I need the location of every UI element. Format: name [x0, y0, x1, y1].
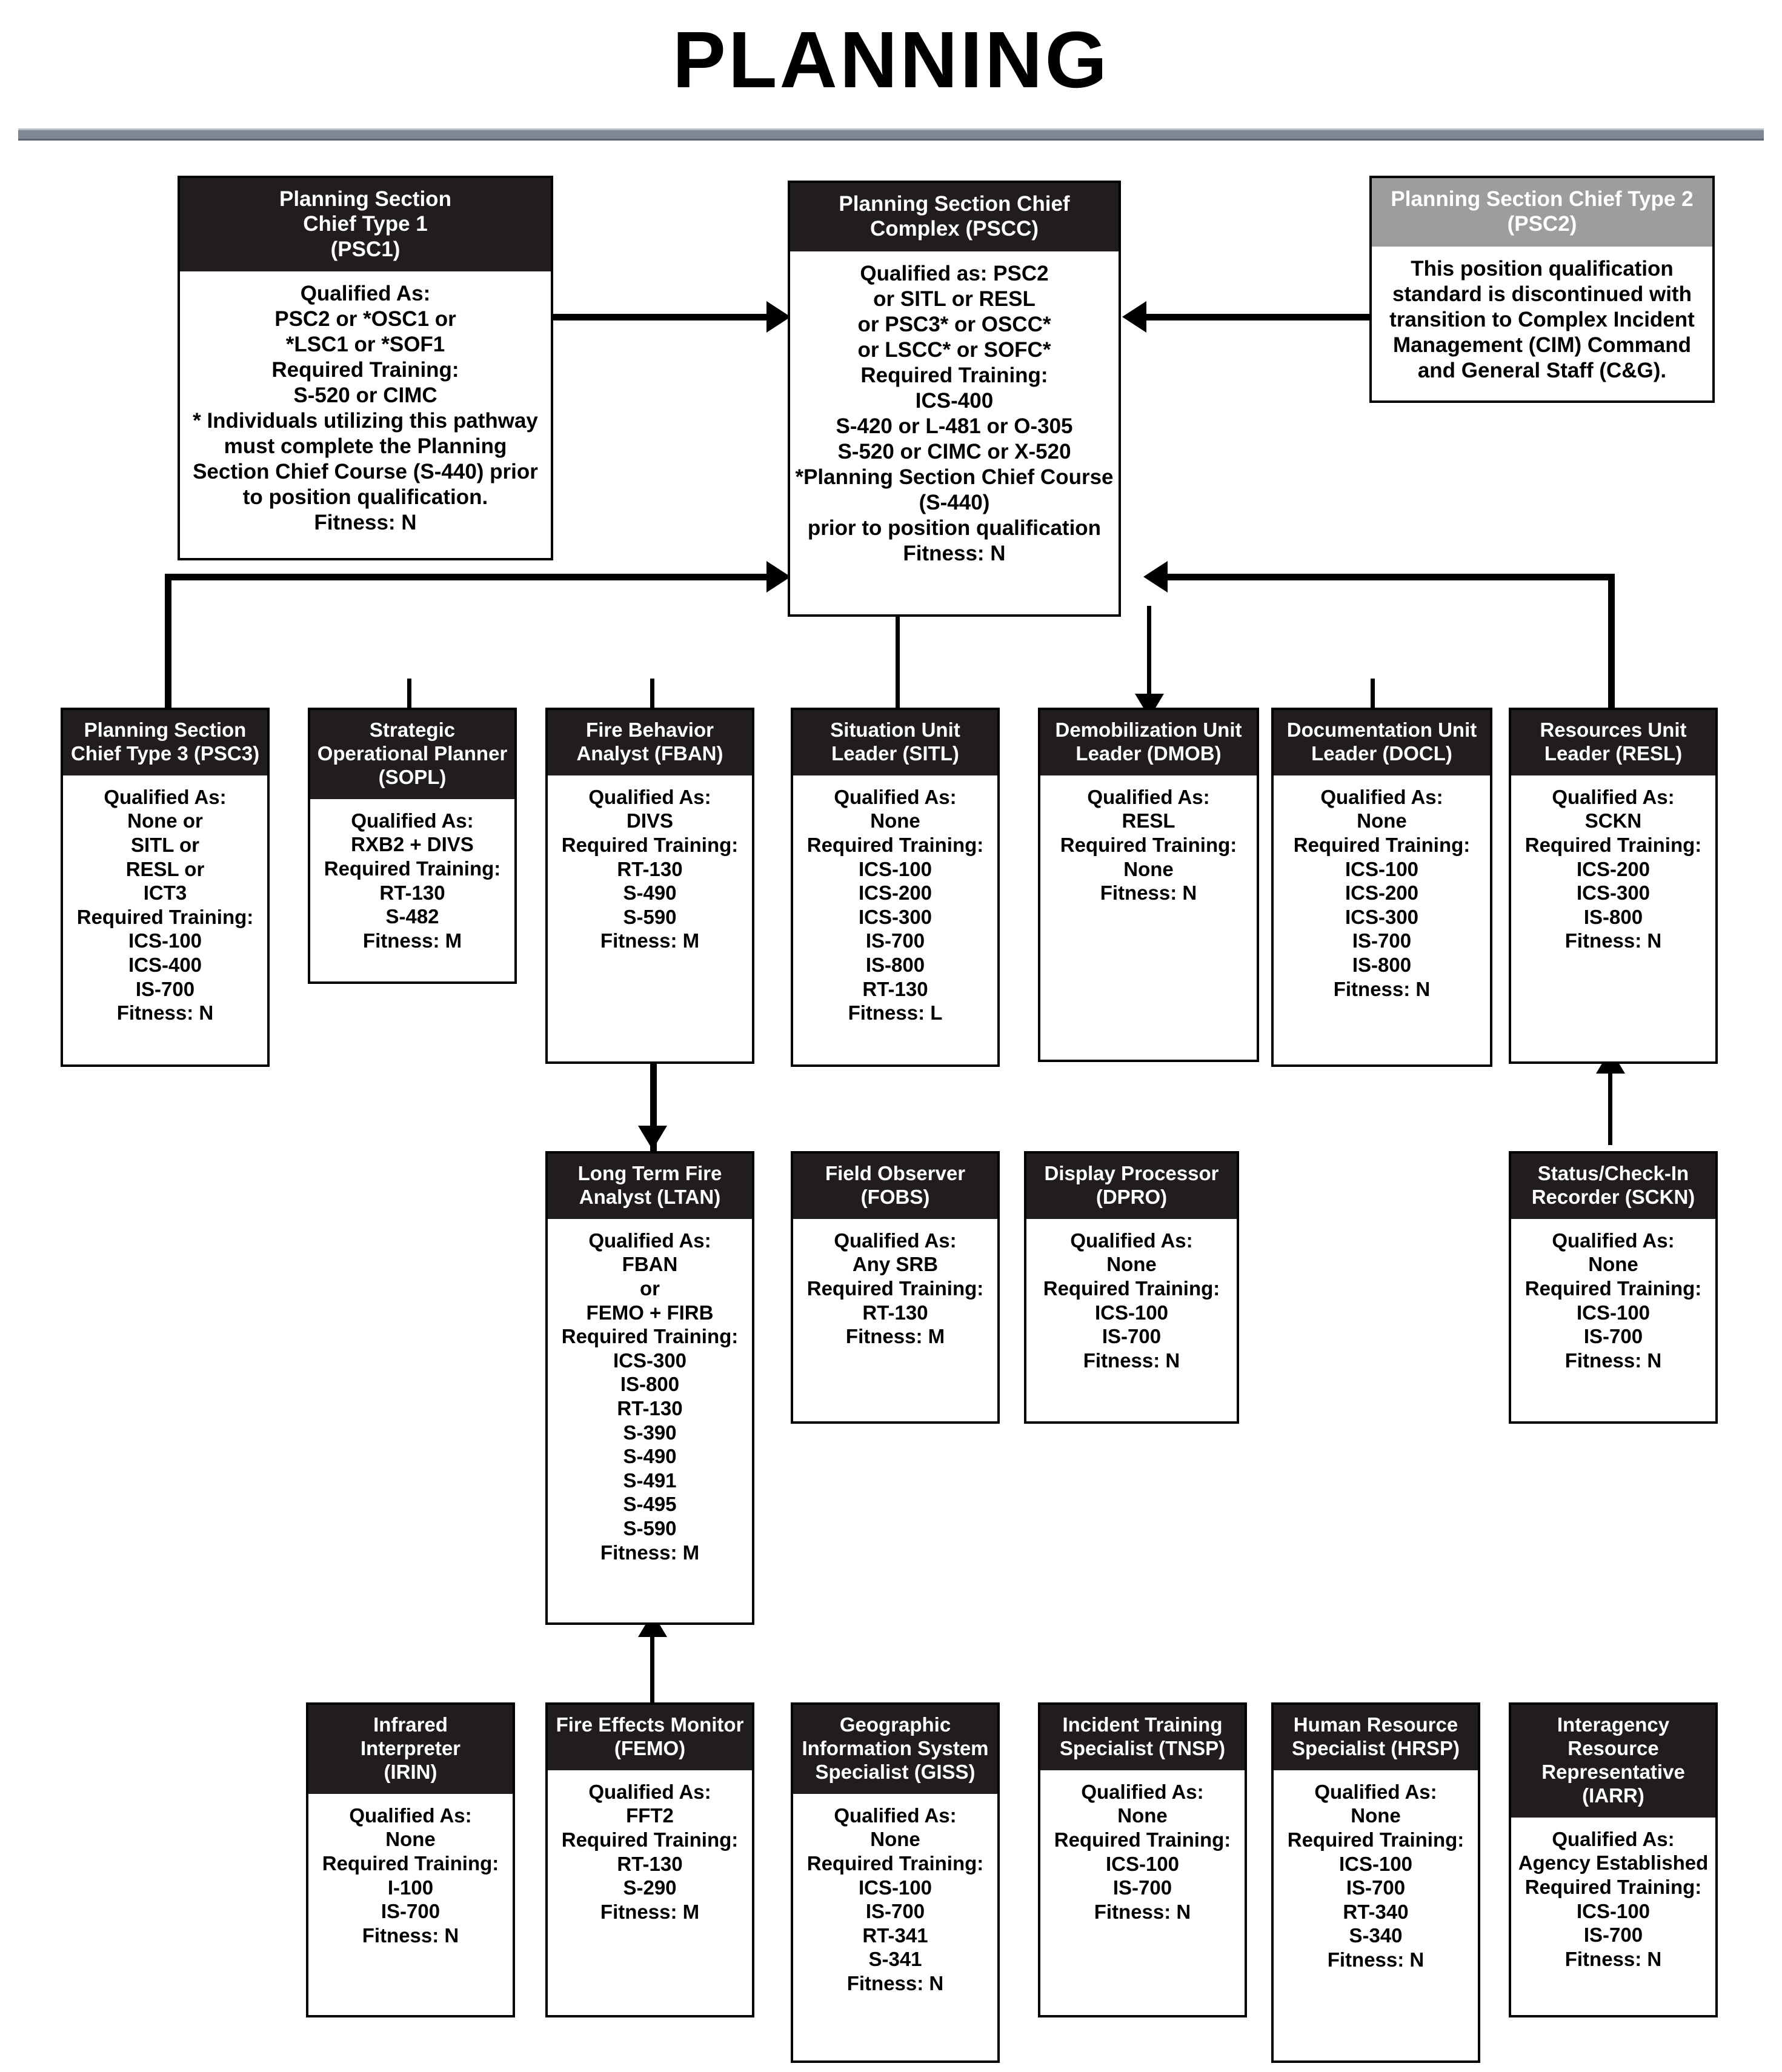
connector-femo-to-ltan [650, 1636, 654, 1702]
node-resl-body: Qualified As: SCKN Required Training: IC… [1511, 775, 1715, 1061]
node-resl-header: Resources Unit Leader (RESL) [1511, 710, 1715, 775]
node-docl-body: Qualified As: None Required Training: IC… [1274, 775, 1490, 1064]
node-irin-header: Infrared Interpreter (IRIN) [308, 1705, 513, 1794]
node-iarr[interactable]: Interagency Resource Representative (IAR… [1509, 1702, 1718, 2017]
node-psc1-header: Planning Section Chief Type 1 (PSC1) [180, 178, 551, 271]
node-dmob-body: Qualified As: RESL Required Training: No… [1040, 775, 1257, 1060]
node-fban[interactable]: Fire Behavior Analyst (FBAN) Qualified A… [545, 708, 754, 1064]
node-psc3[interactable]: Planning Section Chief Type 3 (PSC3) Qua… [61, 708, 270, 1067]
node-docl-header: Documentation Unit Leader (DOCL) [1274, 710, 1490, 775]
node-femo-body: Qualified As: FFT2 Required Training: RT… [548, 1770, 752, 2015]
node-tnsp[interactable]: Incident Training Specialist (TNSP) Qual… [1038, 1702, 1247, 2017]
node-dpro[interactable]: Display Processor (DPRO) Qualified As: N… [1024, 1151, 1239, 1424]
connector-psc2-to-pscc [1145, 314, 1369, 320]
arrowhead-psc2-to-pscc [1122, 301, 1146, 333]
connector-right-bus-vertical [1608, 574, 1615, 717]
connector-psc1-to-pscc [553, 314, 771, 320]
node-psc3-header: Planning Section Chief Type 3 (PSC3) [63, 710, 267, 775]
node-tnsp-header: Incident Training Specialist (TNSP) [1040, 1705, 1245, 1770]
node-psc3-body: Qualified As: None or SITL or RESL or IC… [63, 775, 267, 1064]
arrowhead-right-bus-to-pscc [1143, 561, 1168, 593]
node-giss-header: Geographic Information System Specialist… [793, 1705, 997, 1794]
node-irin[interactable]: Infrared Interpreter (IRIN) Qualified As… [306, 1702, 515, 2017]
node-irin-body: Qualified As: None Required Training: I-… [308, 1793, 513, 2015]
page-title: PLANNING [672, 15, 1110, 104]
node-giss-body: Qualified As: None Required Training: IC… [793, 1793, 997, 2060]
node-psc2-header: Planning Section Chief Type 2 (PSC2) [1372, 178, 1712, 247]
node-iarr-body: Qualified As: Agency Established Require… [1511, 1817, 1715, 2015]
node-sckn[interactable]: Status/Check-In Recorder (SCKN) Qualifie… [1509, 1151, 1718, 1424]
connector-stub-psc3 [165, 574, 169, 707]
node-dmob-header: Demobilization Unit Leader (DMOB) [1040, 710, 1257, 775]
node-sopl[interactable]: Strategic Operational Planner (SOPL) Qua… [308, 708, 517, 984]
node-hrsp-body: Qualified As: None Required Training: IC… [1274, 1770, 1478, 2060]
connector-stub-sopl [407, 679, 411, 708]
connector-stub-resl [1608, 679, 1612, 708]
node-dpro-header: Display Processor (DPRO) [1026, 1154, 1237, 1219]
arrowhead-fban-to-ltan [638, 1126, 667, 1150]
node-docl[interactable]: Documentation Unit Leader (DOCL) Qualifi… [1271, 708, 1492, 1067]
node-psc2[interactable]: Planning Section Chief Type 2 (PSC2) Thi… [1369, 176, 1715, 403]
node-iarr-header: Interagency Resource Representative (IAR… [1511, 1705, 1715, 1818]
node-fban-header: Fire Behavior Analyst (FBAN) [548, 710, 752, 775]
node-pscc-header: Planning Section Chief Complex (PSCC) [790, 183, 1119, 251]
node-fobs-header: Field Observer (FOBS) [793, 1154, 997, 1219]
connector-sckn-to-resl [1608, 1072, 1612, 1145]
node-sitl[interactable]: Situation Unit Leader (SITL) Qualified A… [791, 708, 1000, 1067]
arrowhead-left-bus-to-pscc [766, 561, 791, 593]
arrowhead-psc1-to-pscc [766, 301, 791, 333]
connector-left-bus-horizontal [165, 574, 777, 580]
node-hrsp-header: Human Resource Specialist (HRSP) [1274, 1705, 1478, 1770]
node-pscc[interactable]: Planning Section Chief Complex (PSCC) Qu… [788, 181, 1121, 617]
node-fban-body: Qualified As: DIVS Required Training: RT… [548, 775, 752, 1061]
node-dmob[interactable]: Demobilization Unit Leader (DMOB) Qualif… [1038, 708, 1259, 1062]
node-sitl-body: Qualified As: None Required Training: IC… [793, 775, 997, 1064]
connector-pscc-to-dmob [1147, 606, 1151, 718]
node-psc2-body: This position qualification standard is … [1372, 246, 1712, 400]
node-sckn-body: Qualified As: None Required Training: IC… [1511, 1218, 1715, 1421]
node-pscc-body: Qualified as: PSC2 or SITL or RESL or PS… [790, 251, 1119, 614]
node-sckn-header: Status/Check-In Recorder (SCKN) [1511, 1154, 1715, 1219]
node-sitl-header: Situation Unit Leader (SITL) [793, 710, 997, 775]
node-fobs[interactable]: Field Observer (FOBS) Qualified As: Any … [791, 1151, 1000, 1424]
node-sopl-body: Qualified As: RXB2 + DIVS Required Train… [310, 799, 514, 981]
node-hrsp[interactable]: Human Resource Specialist (HRSP) Qualifi… [1271, 1702, 1480, 2063]
node-giss[interactable]: Geographic Information System Specialist… [791, 1702, 1000, 2063]
node-fobs-body: Qualified As: Any SRB Required Training:… [793, 1218, 997, 1421]
node-sopl-header: Strategic Operational Planner (SOPL) [310, 710, 514, 799]
node-femo-header: Fire Effects Monitor (FEMO) [548, 1705, 752, 1770]
connector-right-bus-horizontal [1166, 574, 1615, 580]
node-dpro-body: Qualified As: None Required Training: IC… [1026, 1218, 1237, 1421]
title-divider-bar [18, 128, 1764, 141]
node-ltan-header: Long Term Fire Analyst (LTAN) [548, 1154, 752, 1219]
connector-stub-docl [1371, 679, 1375, 708]
node-tnsp-body: Qualified As: None Required Training: IC… [1040, 1770, 1245, 2015]
connector-fban-to-ltan [650, 1063, 657, 1151]
connector-stub-sckn [1608, 1112, 1612, 1145]
node-resl[interactable]: Resources Unit Leader (RESL) Qualified A… [1509, 708, 1718, 1064]
node-femo[interactable]: Fire Effects Monitor (FEMO) Qualified As… [545, 1702, 754, 2017]
node-ltan-body: Qualified As: FBAN or FEMO + FIRB Requir… [548, 1218, 752, 1622]
connector-stub-fban [650, 679, 654, 708]
node-psc1[interactable]: Planning Section Chief Type 1 (PSC1) Qua… [178, 176, 553, 560]
connector-sitl-to-pscc [896, 606, 900, 718]
node-psc1-body: Qualified As: PSC2 or *OSC1 or *LSC1 or … [180, 271, 551, 558]
node-ltan[interactable]: Long Term Fire Analyst (LTAN) Qualified … [545, 1151, 754, 1625]
